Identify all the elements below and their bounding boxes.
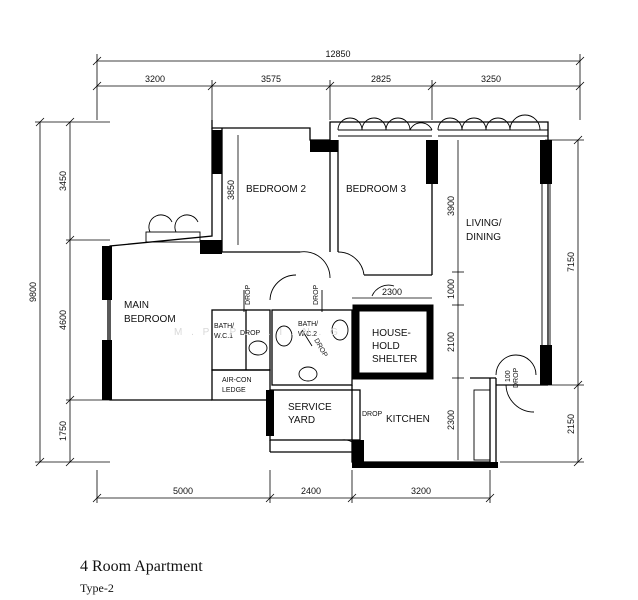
dimension-lines (35, 54, 585, 503)
dim-top-total: 12850 (325, 49, 350, 59)
label-bath1-line2: W.C.1 (214, 333, 233, 340)
dim-right-seg-1: 7150 (566, 252, 576, 272)
label-shelter-line2: HOLD (372, 341, 400, 352)
window-arcs (145, 114, 551, 461)
dim-hall: 2100 (446, 332, 456, 352)
label-service-line2: YARD (288, 415, 315, 426)
label-service-line1: SERVICE (288, 402, 332, 413)
dim-top-seg-2: 3575 (261, 74, 281, 84)
structural-columns (102, 130, 552, 468)
dim-left-seg-1: 3450 (58, 171, 68, 191)
dim-bottom-seg-1: 5000 (173, 486, 193, 496)
label-bedroom-2: BEDROOM 2 (246, 184, 306, 195)
dim-left-seg-2: 4600 (58, 310, 68, 330)
drop-label-2: DROP (313, 284, 320, 305)
drop-label-3: DROP (240, 330, 261, 337)
drop-label-4: DROP (312, 338, 328, 359)
drop-label-5: DROP (362, 411, 383, 418)
label-living-line2: DINING (466, 232, 501, 243)
label-bath1-line1: BATH/ (214, 323, 234, 330)
label-shelter-line1: HOUSE- (372, 328, 411, 339)
plan-title: 4 Room Apartment (80, 558, 203, 575)
label-bath2-line1: BATH/ (298, 321, 318, 328)
dim-left-total: 9800 (28, 282, 38, 302)
dim-top-seg-1: 3200 (145, 74, 165, 84)
dim-corridor: 1000 (446, 279, 456, 299)
watermark: M . P . P . . . I . N . G (174, 327, 341, 338)
dim-kitchen-height: 2300 (446, 410, 456, 430)
label-aircon-line2: LEDGE (222, 387, 246, 394)
label-bath2-line2: W.C.2 (298, 331, 317, 338)
dim-bottom-seg-2: 2400 (301, 486, 321, 496)
dim-top-seg-4: 3250 (481, 74, 501, 84)
dim-right-seg-2: 2150 (566, 414, 576, 434)
dim-door-100: 100 (505, 370, 512, 382)
dim-shelter-width: 2300 (382, 287, 402, 297)
label-bedroom-3: BEDROOM 3 (346, 184, 406, 195)
household-shelter-wall (352, 304, 434, 380)
drop-label-6: DROP (513, 367, 520, 388)
dim-bottom-seg-3: 3200 (411, 486, 431, 496)
label-kitchen: KITCHEN (386, 414, 430, 425)
label-main-line1: MAIN (124, 300, 149, 311)
dim-top-seg-3: 2825 (371, 74, 391, 84)
dim-bedroom2-height: 3850 (226, 180, 236, 200)
label-living-line1: LIVING/ (466, 218, 502, 229)
dim-living-height: 3900 (446, 196, 456, 216)
plan-subtitle: Type-2 (80, 581, 114, 595)
drop-label-1: DROP (245, 284, 252, 305)
label-main-line2: BEDROOM (124, 314, 176, 325)
label-aircon-line1: AIR-CON (222, 377, 252, 384)
label-shelter-line3: SHELTER (372, 354, 417, 365)
dim-left-seg-3: 1750 (58, 421, 68, 441)
